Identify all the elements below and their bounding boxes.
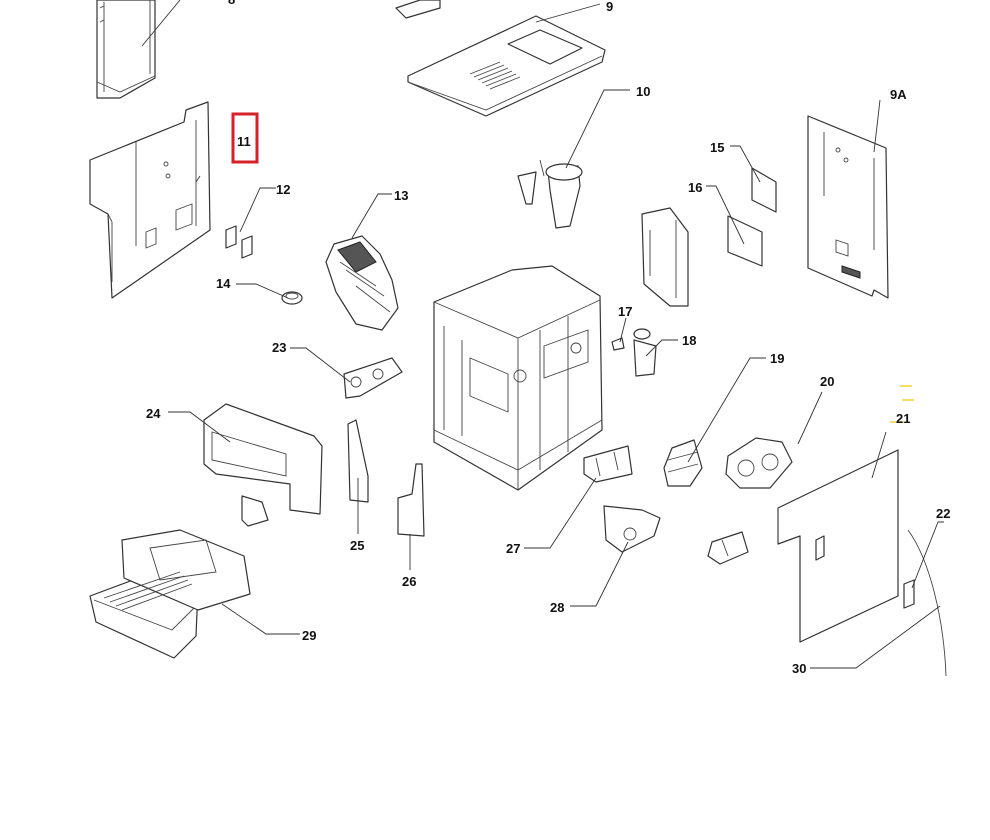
callout-18: 18 xyxy=(682,333,696,348)
part-18 xyxy=(633,328,657,377)
part-26 xyxy=(397,463,425,537)
callout-23: 23 xyxy=(272,340,286,355)
part-8 xyxy=(96,0,156,99)
callout-20: 20 xyxy=(820,374,834,389)
part-9 xyxy=(395,0,606,117)
callout-highlight xyxy=(231,112,259,164)
callout-19: 19 xyxy=(770,351,784,366)
callout-17: 17 xyxy=(618,304,632,319)
part-22 xyxy=(903,579,915,609)
part-28 xyxy=(603,505,661,553)
callout-21: 21 xyxy=(896,411,910,426)
part-27 xyxy=(583,445,633,483)
part-10 xyxy=(517,159,583,229)
part-30 xyxy=(907,529,947,677)
callout-13: 13 xyxy=(394,188,408,203)
callout-28: 28 xyxy=(550,600,564,615)
part-20 xyxy=(725,437,793,489)
callout-27: 27 xyxy=(506,541,520,556)
marker-ticks xyxy=(890,385,914,423)
main-chassis xyxy=(433,265,603,491)
part-29 xyxy=(89,529,251,659)
callout-22: 22 xyxy=(936,506,950,521)
part-24 xyxy=(203,403,323,527)
callout-9: 9 xyxy=(606,0,613,14)
callout-12: 12 xyxy=(276,182,290,197)
part-23 xyxy=(343,357,403,399)
callout-14: 14 xyxy=(216,276,231,291)
callout-25: 25 xyxy=(350,538,364,553)
part-25 xyxy=(347,419,369,503)
callout-26: 26 xyxy=(402,574,416,589)
callout-11: 11 xyxy=(237,134,251,149)
callout-10: 10 xyxy=(636,84,650,99)
part-12 xyxy=(225,225,253,259)
callout-29: 29 xyxy=(302,628,316,643)
callout-8: 8 xyxy=(228,0,235,7)
part-11 xyxy=(89,101,211,299)
solenoid-block xyxy=(707,531,749,565)
control-board xyxy=(641,207,689,307)
callout-9a: 9A xyxy=(890,87,907,102)
leader-lines xyxy=(141,0,944,669)
part-16 xyxy=(727,215,763,267)
callout-16: 16 xyxy=(688,180,702,195)
part-14 xyxy=(281,291,303,305)
part-9a xyxy=(807,115,889,299)
callout-30: 30 xyxy=(792,661,806,676)
part-19 xyxy=(663,439,703,487)
callout-15: 15 xyxy=(710,140,724,155)
part-17 xyxy=(611,337,625,351)
part-21 xyxy=(777,449,899,643)
part-13 xyxy=(325,235,399,331)
callout-24: 24 xyxy=(146,406,161,421)
